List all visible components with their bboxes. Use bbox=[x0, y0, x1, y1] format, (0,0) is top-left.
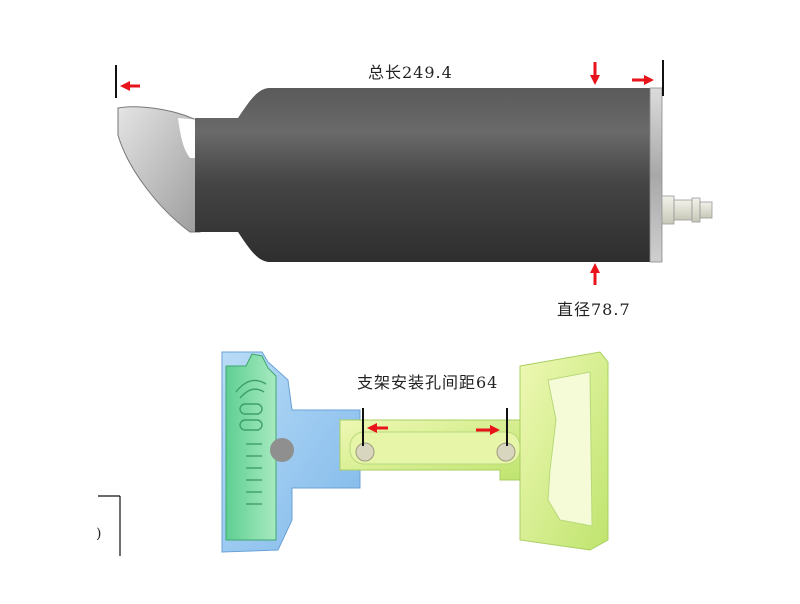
bracket-grey-boss bbox=[270, 438, 294, 462]
handle-grip-marks bbox=[235, 379, 267, 505]
red-up-arrow bbox=[590, 263, 600, 285]
red-right-arrow bbox=[632, 75, 654, 85]
bracket-arm-slot bbox=[349, 431, 521, 465]
connector bbox=[661, 195, 713, 225]
diameter-label: 直径78.7 bbox=[557, 300, 631, 319]
hook-notch bbox=[178, 118, 200, 158]
red-left-arrow bbox=[120, 81, 140, 91]
bracket-clamp-opening bbox=[547, 371, 593, 527]
hook-tip bbox=[117, 106, 201, 233]
total-length-label: 总长249.4 bbox=[368, 63, 453, 82]
red-left-arrow bbox=[367, 423, 388, 433]
bracket-view bbox=[221, 351, 609, 553]
red-right-arrow bbox=[476, 425, 500, 435]
device-neck bbox=[195, 88, 270, 262]
corner-fragment-label: ) bbox=[96, 526, 103, 542]
hole-spacing-label: 支架安装孔间距64 bbox=[357, 373, 499, 392]
mounting-hole-left bbox=[355, 442, 375, 462]
device-end-cap bbox=[649, 87, 663, 263]
bracket-green-handle bbox=[225, 353, 277, 541]
corner-bracket-mark bbox=[98, 495, 121, 556]
red-down-arrow bbox=[590, 62, 600, 85]
device-body bbox=[268, 88, 656, 262]
device-side-view bbox=[115, 60, 713, 285]
